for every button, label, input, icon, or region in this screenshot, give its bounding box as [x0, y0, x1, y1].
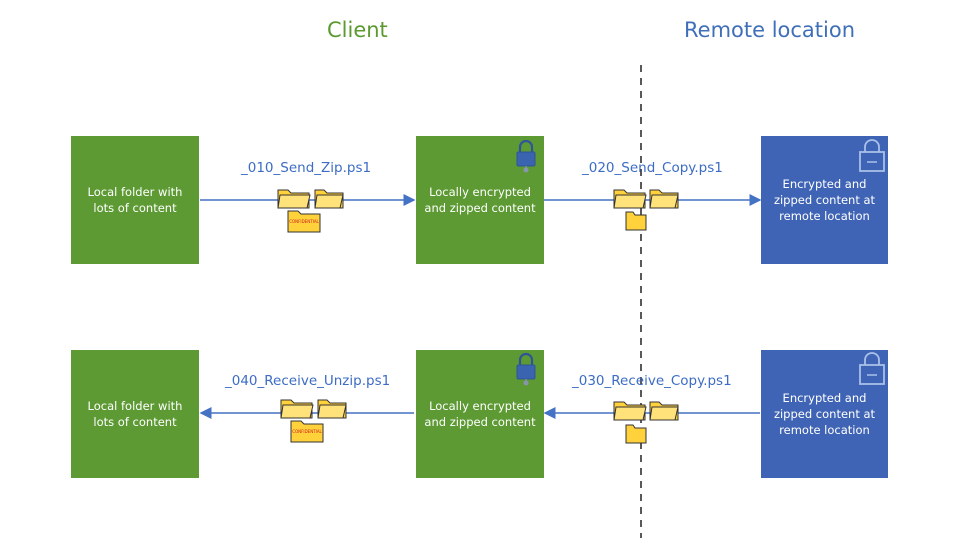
- svg-text:CONFIDENTIAL: CONFIDENTIAL: [289, 219, 319, 224]
- script-label-010: _010_Send_Zip.ps1: [241, 160, 372, 176]
- remote-encrypted-box: Encrypted and zipped content at remote l…: [761, 136, 888, 264]
- confidential-folder-icon: [625, 424, 647, 444]
- folder-icon: [649, 401, 679, 421]
- svg-text:CONFIDENTIAL: CONFIDENTIAL: [292, 429, 322, 434]
- padlock-icon: [516, 139, 536, 173]
- folder-icon: [649, 189, 679, 209]
- script-label-040: _040_Receive_Unzip.ps1: [225, 373, 391, 389]
- padlock-icon: [516, 352, 536, 386]
- confidential-folder-icon: CONFIDENTIAL: [290, 420, 324, 443]
- folder-icon: [317, 399, 347, 419]
- padlock-icon: [859, 139, 885, 172]
- client-header: Client: [327, 18, 388, 42]
- confidential-folder-icon: [625, 211, 647, 231]
- local-folder-box: Local folder with lots of content: [71, 350, 199, 478]
- script-label-020: _020_Send_Copy.ps1: [582, 160, 723, 176]
- folder-icon: [277, 189, 311, 209]
- remote-encrypted-box: Encrypted and zipped content at remote l…: [761, 350, 888, 478]
- remote-header: Remote location: [684, 18, 856, 42]
- confidential-folder-icon: CONFIDENTIAL: [287, 210, 321, 233]
- padlock-icon: [859, 352, 885, 385]
- folder-icon: [314, 189, 344, 209]
- local-folder-box: Local folder with lots of content: [71, 136, 199, 264]
- folder-icon: [613, 401, 647, 421]
- folder-icon: [280, 399, 314, 419]
- script-label-030: _030_Receive_Copy.ps1: [572, 373, 732, 389]
- folder-icon: [613, 189, 647, 209]
